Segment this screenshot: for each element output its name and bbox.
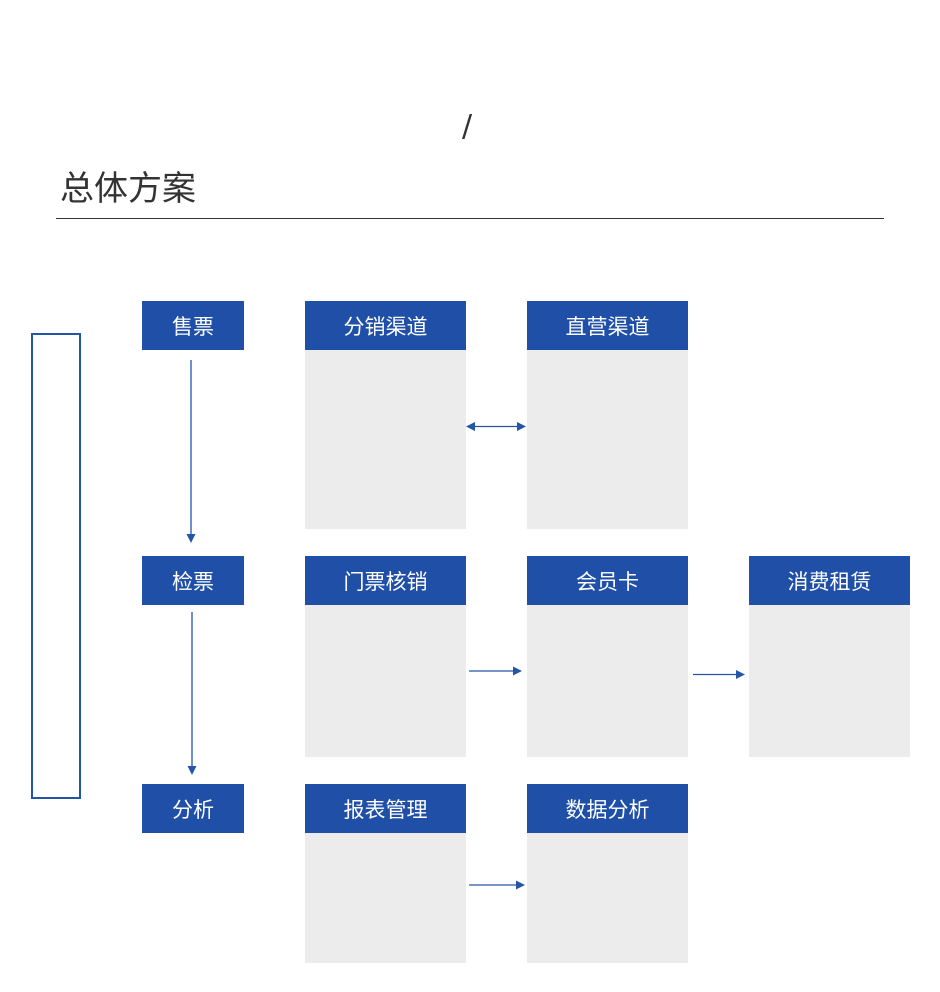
arrow-check-to-analysis (187, 612, 197, 775)
card-header: 门票核销 (305, 556, 466, 605)
card-data-analysis: 数据分析 (527, 784, 688, 963)
stage-analysis: 分析 (142, 784, 244, 833)
arrow-redemption-to-membership (469, 666, 522, 676)
card-header: 会员卡 (527, 556, 688, 605)
stage-ticket-check: 检票 (142, 556, 244, 605)
stage-label: 分析 (172, 797, 214, 822)
card-report-management: 报表管理 (305, 784, 466, 963)
card-header: 报表管理 (305, 784, 466, 833)
card-header: 数据分析 (527, 784, 688, 833)
card-distribution-channel: 分销渠道 (305, 301, 466, 529)
stage-ticket-sales: 售票 (142, 301, 244, 350)
header-slash: / (462, 109, 473, 144)
side-frame (31, 333, 81, 799)
card-header: 消费租赁 (749, 556, 910, 605)
card-header: 分销渠道 (305, 301, 466, 350)
page-title: 总体方案 (60, 169, 196, 209)
card-header: 直营渠道 (527, 301, 688, 350)
card-direct-channel: 直营渠道 (527, 301, 688, 529)
arrow-distribution-direct-bidirectional (466, 422, 526, 431)
card-membership-card: 会员卡 (527, 556, 688, 757)
card-ticket-redemption: 门票核销 (305, 556, 466, 757)
title-divider (56, 218, 884, 219)
arrow-report-to-data-analysis (469, 880, 525, 890)
card-consumption-rental: 消费租赁 (749, 556, 910, 757)
arrow-sales-to-check (186, 360, 196, 543)
stage-label: 售票 (172, 314, 214, 339)
arrow-membership-to-rental (693, 670, 745, 679)
stage-label: 检票 (172, 569, 214, 594)
